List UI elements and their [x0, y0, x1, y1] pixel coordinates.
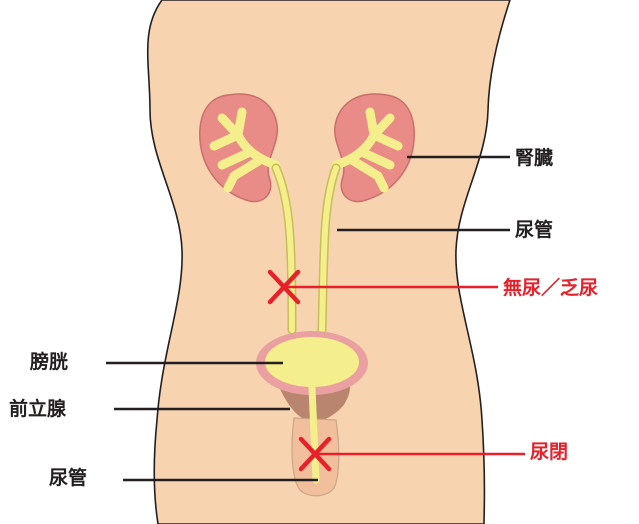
anuria-label: 無尿／乏尿 [503, 277, 598, 299]
ureter-label: 尿管 [515, 219, 553, 241]
urethra-tube [312, 388, 316, 480]
kidney-label: 腎臓 [515, 147, 553, 169]
bladder-label: 膀胱 [30, 351, 68, 373]
urinary-retention-label: 尿閉 [530, 441, 568, 463]
prostate-label: 前立腺 [9, 398, 66, 420]
urethra-label: 尿管 [49, 467, 87, 489]
